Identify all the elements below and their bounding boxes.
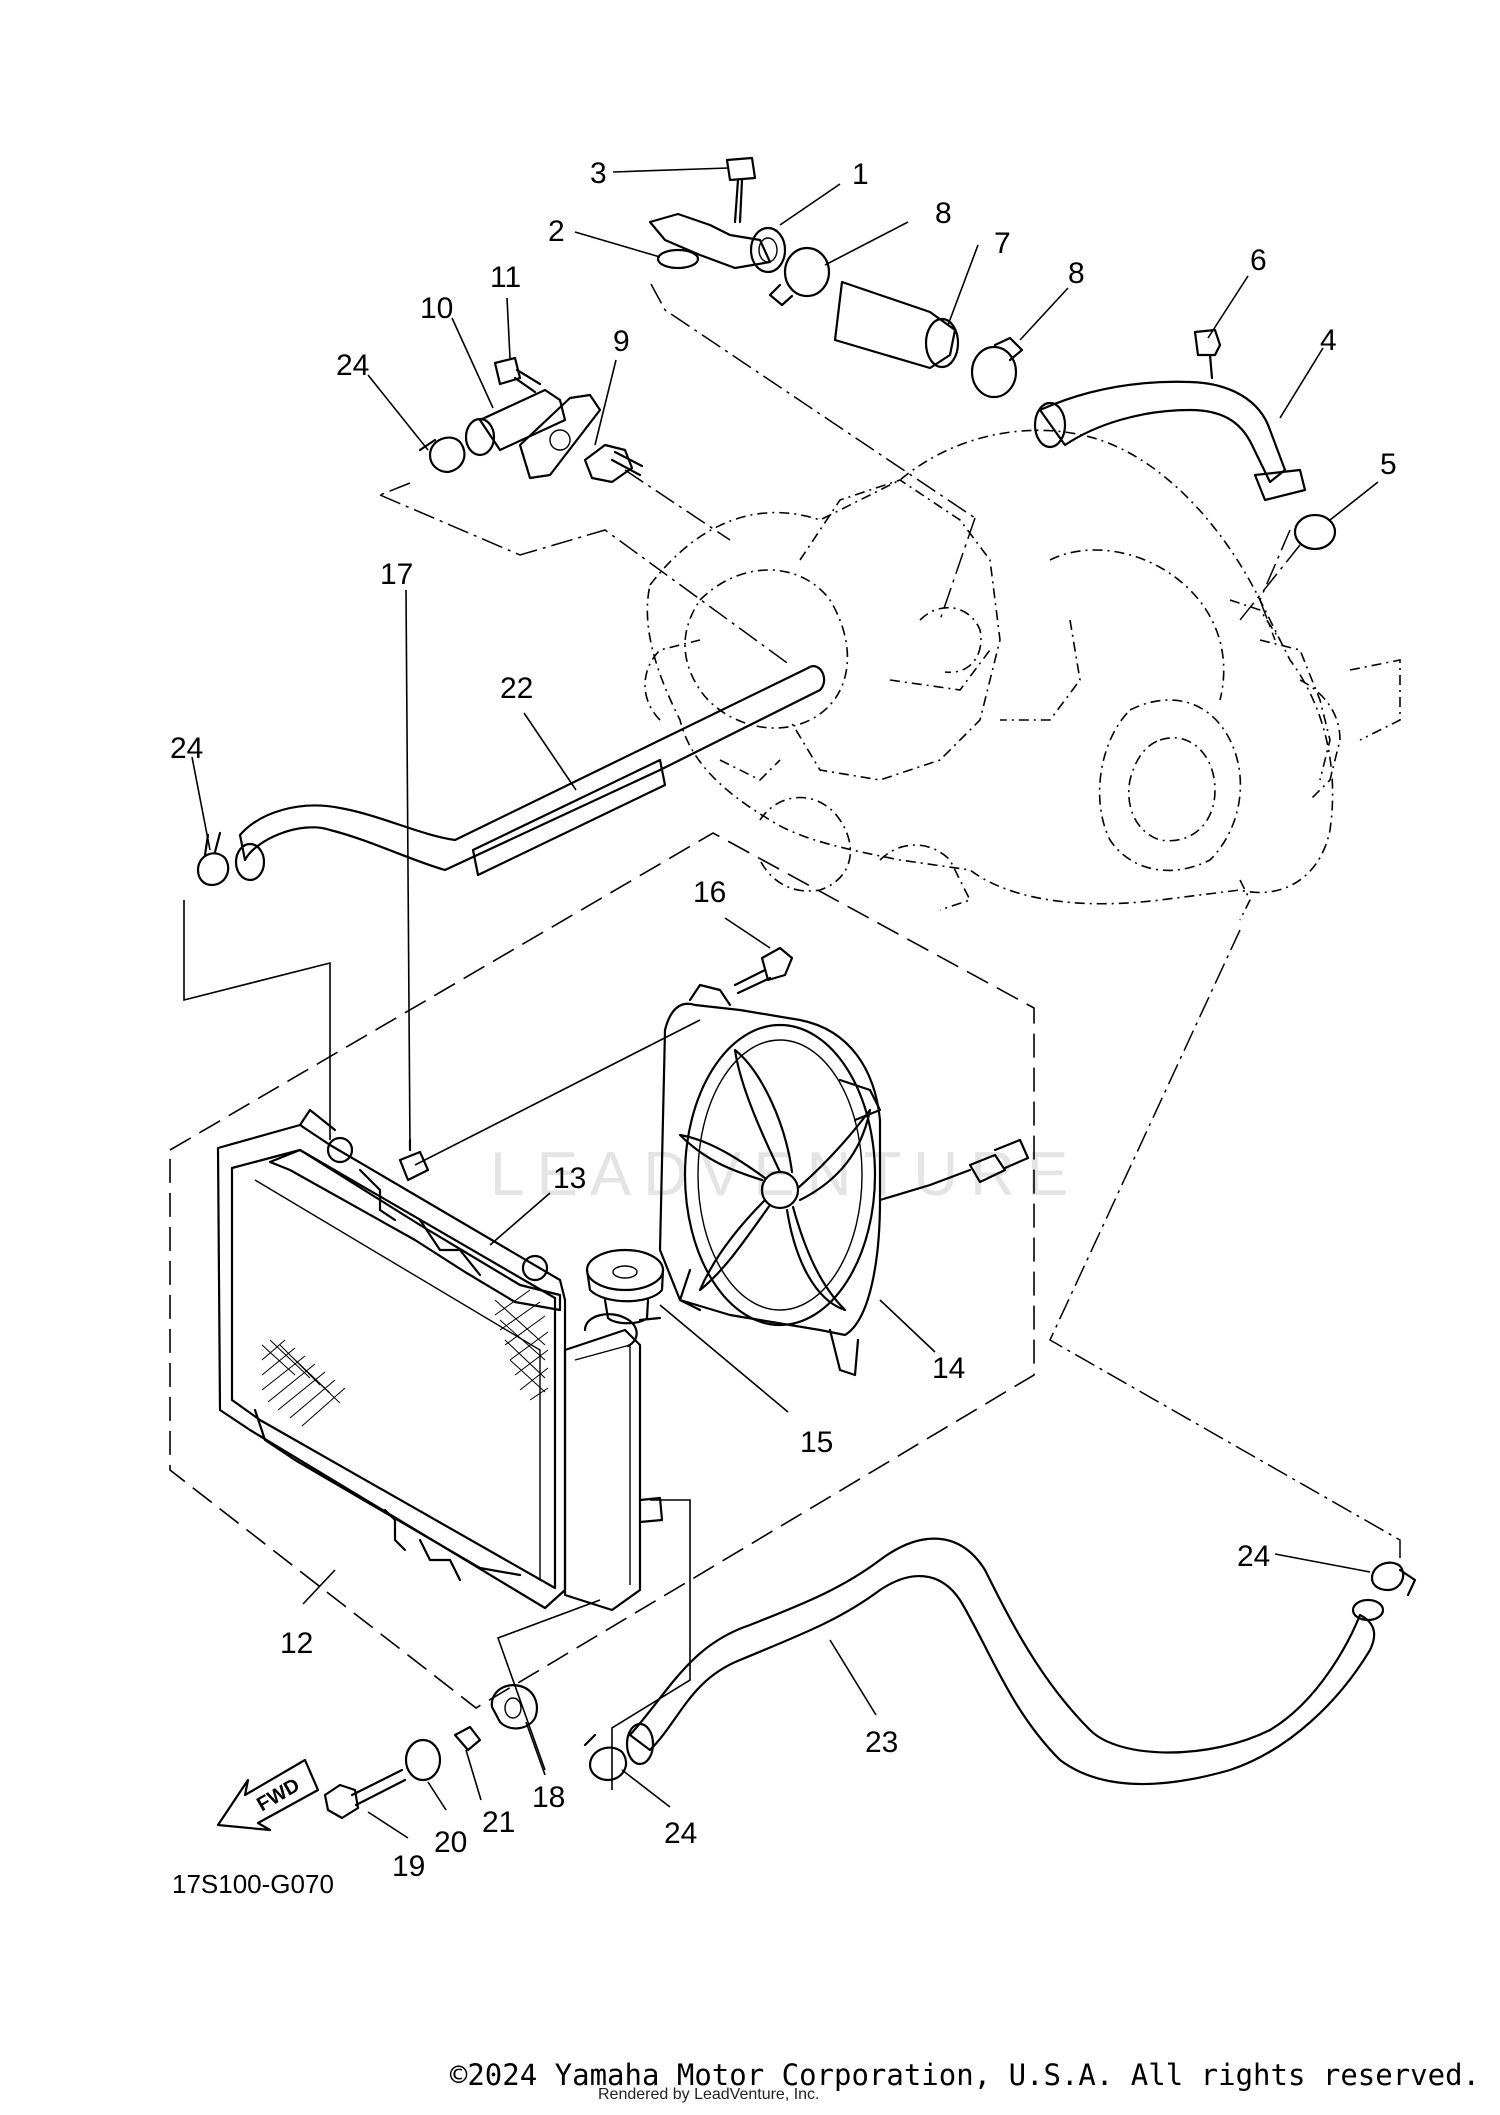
diagram-code: 17S100-G070 (172, 1869, 334, 1899)
radiator-kit-boundary (169, 832, 1035, 1709)
callout-24-a: 24 (336, 349, 369, 382)
fitting-1 (749, 226, 787, 274)
outlet-housing (648, 212, 772, 270)
callout-leaders (191, 167, 1379, 1839)
hose-22 (196, 665, 826, 887)
clamp-24-right (1370, 1561, 1417, 1597)
callout-10: 10 (420, 292, 453, 325)
watermark-text: LEADVENTURE (490, 1140, 1080, 1209)
radiator-core-hatch (261, 1289, 549, 1427)
callout-21: 21 (482, 1806, 515, 1839)
callout-numbers: 1 2 3 4 5 6 7 8 8 9 10 11 12 13 14 15 16… (170, 157, 1397, 1883)
bypass-pipe-group (1033, 328, 1337, 641)
link-lines (183, 900, 1401, 1790)
callout-18: 18 (532, 1781, 565, 1814)
bolt-16 (733, 946, 794, 995)
callout-23: 23 (865, 1726, 898, 1759)
fwd-arrow: FWD (216, 1758, 320, 1832)
callout-5: 5 (1380, 448, 1397, 481)
hose-23 (625, 1537, 1385, 1786)
washer-20 (404, 1738, 442, 1782)
collar-21 (453, 1725, 482, 1752)
callout-6: 6 (1250, 244, 1267, 277)
callout-24-d: 24 (664, 1817, 697, 1850)
callout-16: 16 (693, 876, 726, 909)
o-ring-5 (1293, 513, 1337, 551)
rendered-by-notice: Rendered by LeadVenture, Inc. (598, 2086, 820, 2103)
fitting-10 (478, 388, 567, 452)
fan-14 (658, 983, 1030, 1377)
flange-10 (518, 393, 602, 480)
callout-13: 13 (553, 1162, 586, 1195)
callout-8-lower: 8 (1068, 257, 1085, 290)
callout-24-b: 24 (170, 732, 203, 765)
radiator-cap-15 (585, 1248, 665, 1325)
mounting-hardware (323, 1684, 538, 1820)
callout-22: 22 (500, 672, 533, 705)
copyright-notice: ©2024 Yamaha Motor Corporation, U.S.A. A… (449, 2058, 1480, 2092)
fwd-label: FWD (253, 1774, 303, 1816)
callout-7: 7 (994, 227, 1011, 260)
thermostat-outlet-group (648, 156, 1024, 621)
bolt-19 (323, 1768, 407, 1820)
callout-24-c: 24 (1237, 1540, 1270, 1573)
pump-inlet-group (379, 356, 791, 666)
clamp-8-lower (970, 345, 1018, 399)
callout-2: 2 (548, 215, 565, 248)
callout-9: 9 (613, 325, 630, 358)
callout-12: 12 (280, 1627, 313, 1660)
bolt-11 (493, 356, 542, 394)
callout-20: 20 (434, 1826, 467, 1859)
bolt-6 (1193, 328, 1222, 380)
callout-1: 1 (852, 158, 869, 191)
clamp-8-upper (783, 246, 831, 298)
hose-7 (833, 280, 957, 370)
clamp-24-upper (418, 436, 466, 474)
pipe-4 (1038, 380, 1287, 484)
bracket-13 (268, 1148, 562, 1312)
grommet-18 (490, 1684, 538, 1730)
callout-8-upper: 8 (935, 197, 952, 230)
callout-4: 4 (1320, 324, 1337, 357)
callout-3: 3 (590, 157, 607, 190)
bolt-3 (725, 156, 757, 224)
o-ring-2 (656, 248, 700, 270)
callout-19: 19 (392, 1850, 425, 1883)
callout-14: 14 (932, 1352, 965, 1385)
engine-outline (644, 429, 1401, 921)
side-tank (563, 1328, 642, 1612)
callout-11: 11 (490, 261, 521, 294)
drain-bolt-9 (583, 443, 644, 484)
callout-17: 17 (380, 558, 413, 591)
callout-15: 15 (800, 1426, 833, 1459)
clamp-24-lower (583, 1733, 628, 1782)
